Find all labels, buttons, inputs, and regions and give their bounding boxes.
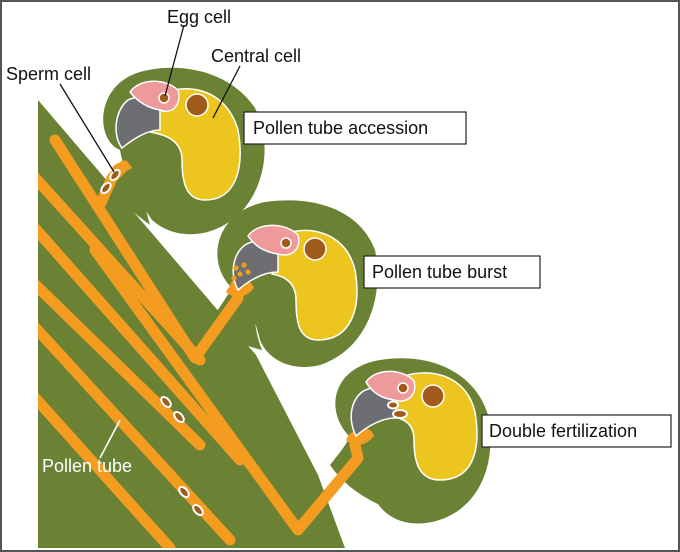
egg-nucleus xyxy=(397,382,409,394)
pollen-tube-leader xyxy=(99,419,121,459)
pollen-tube xyxy=(38,194,246,466)
egg-nucleus xyxy=(280,237,292,249)
sperm-pair-stage-1 xyxy=(100,168,121,195)
stage-label-fertilization: Double fertilization xyxy=(481,414,672,448)
central-cell-leader xyxy=(212,65,241,119)
funiculus xyxy=(108,150,150,225)
pollen-tube-label: Pollen tube xyxy=(42,456,132,476)
pollen-tube xyxy=(38,364,176,548)
stage-label-burst: Pollen tube burst xyxy=(363,255,541,289)
tube-tip xyxy=(346,428,374,445)
svg-text:Pollen tube burst: Pollen tube burst xyxy=(372,262,507,282)
central-cell xyxy=(149,88,241,201)
central-nucleus xyxy=(185,93,209,117)
egg-cell-leader xyxy=(164,24,185,97)
central-nucleus xyxy=(421,384,445,408)
central-cell xyxy=(389,372,478,481)
central-cell xyxy=(271,229,358,341)
svg-text:Pollen tube accession: Pollen tube accession xyxy=(253,118,428,138)
egg-nucleus xyxy=(158,92,170,104)
sperm-cell-label: Sperm cell xyxy=(6,64,91,84)
funiculus xyxy=(210,280,262,350)
svg-text:Double fertilization: Double fertilization xyxy=(489,421,637,441)
sperm-pair-in-tube xyxy=(178,485,204,517)
central-nucleus xyxy=(303,237,327,261)
released-content xyxy=(231,262,251,281)
sperm-nucleus xyxy=(392,409,408,419)
sperm-pair-in-tube xyxy=(160,395,185,424)
stage-label-accession: Pollen tube accession xyxy=(243,111,467,145)
central-cell-label: Central cell xyxy=(211,46,301,66)
pollen-tube-fertilization xyxy=(89,244,364,536)
sperm-cell-leader xyxy=(59,83,115,173)
egg-cell-label: Egg cell xyxy=(167,7,231,27)
pollen-tube xyxy=(38,254,206,451)
sperm-nucleus xyxy=(387,400,399,410)
style-tissue xyxy=(38,100,345,548)
